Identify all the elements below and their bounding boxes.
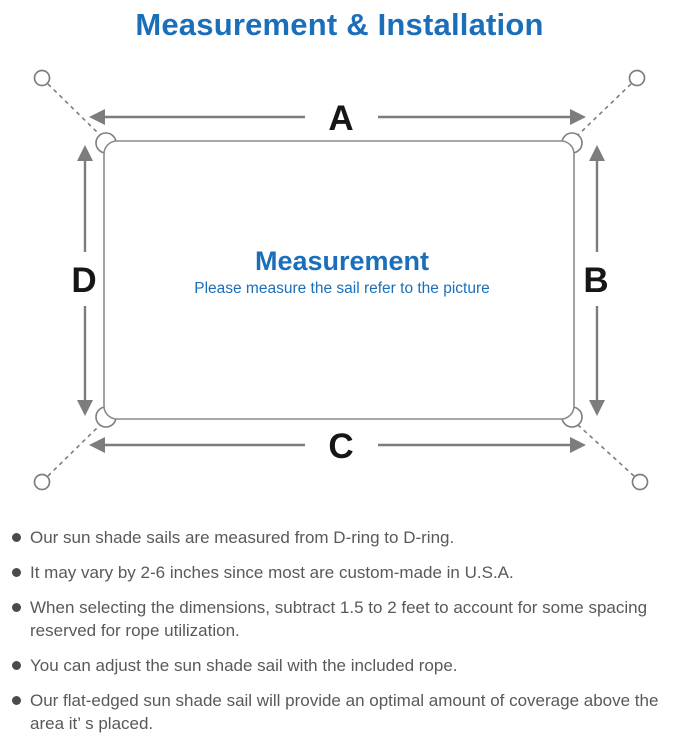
note-text: When selecting the dimensions, subtract … xyxy=(30,598,648,640)
note-text: You can adjust the sun shade sail with t… xyxy=(30,656,458,675)
dimension-arrows xyxy=(77,109,605,453)
arrowhead-right-icon xyxy=(570,437,586,453)
anchor-points xyxy=(33,69,649,491)
arrowhead-down-icon xyxy=(589,400,605,416)
anchor-point-top-left-icon xyxy=(33,69,51,87)
anchor-point-bottom-right-icon xyxy=(631,473,649,491)
arrowhead-right-icon xyxy=(570,109,586,125)
bullet-icon xyxy=(12,568,21,577)
note-item: It may vary by 2-6 inches since most are… xyxy=(12,561,669,584)
diagram-center-title: Measurement xyxy=(255,246,429,276)
tie-rope-top-right xyxy=(577,83,632,136)
tie-rope-bottom-right xyxy=(577,424,635,477)
dimension-label-d: D xyxy=(71,261,96,300)
note-item: You can adjust the sun shade sail with t… xyxy=(12,654,669,677)
dimension-label-b: B xyxy=(583,261,608,300)
bullet-icon xyxy=(12,696,21,705)
note-text: It may vary by 2-6 inches since most are… xyxy=(30,563,514,582)
arrowhead-left-icon xyxy=(89,437,105,453)
arrowhead-down-icon xyxy=(77,400,93,416)
note-item: Our sun shade sails are measured from D-… xyxy=(12,526,669,549)
bullet-icon xyxy=(12,661,21,670)
shade-sail-outline xyxy=(103,140,575,420)
page-title: Measurement & Installation xyxy=(135,7,544,42)
dimension-label-a: A xyxy=(328,99,353,138)
tie-rope-top-left xyxy=(47,83,101,136)
bullet-icon xyxy=(12,603,21,612)
diagram-center-subtitle: Please measure the sail refer to the pic… xyxy=(194,280,490,297)
dimension-label-c: C xyxy=(328,427,353,466)
note-item: Our flat-edged sun shade sail will provi… xyxy=(12,689,669,735)
note-text: Our flat-edged sun shade sail will provi… xyxy=(30,691,659,733)
arrowhead-up-icon xyxy=(77,145,93,161)
bullet-icon xyxy=(12,533,21,542)
tie-rope-bottom-left xyxy=(47,424,101,477)
measurement-diagram: A B C D Measurement Please measure the s… xyxy=(33,69,649,491)
arrowhead-up-icon xyxy=(589,145,605,161)
notes-list: Our sun shade sails are measured from D-… xyxy=(0,526,679,747)
note-text: Our sun shade sails are measured from D-… xyxy=(30,528,455,547)
anchor-point-bottom-left-icon xyxy=(33,473,51,491)
anchor-point-top-right-icon xyxy=(628,69,646,87)
note-item: When selecting the dimensions, subtract … xyxy=(12,596,669,642)
arrowhead-left-icon xyxy=(89,109,105,125)
